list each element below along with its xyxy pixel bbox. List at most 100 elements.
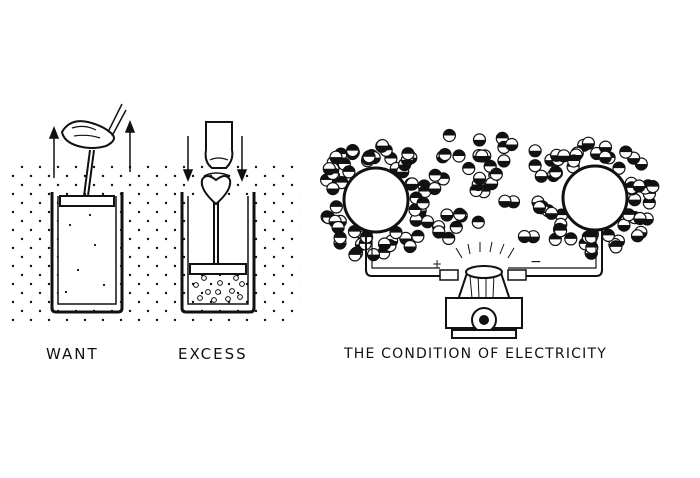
electron-particle-shade [348, 248, 361, 255]
electron-particle-shade [421, 221, 434, 228]
electron-particle-shade [428, 188, 441, 195]
excess-panel [165, 121, 300, 325]
electron-particle-shade [518, 236, 531, 243]
electron-particle-shade [367, 254, 380, 261]
electron-particle-shade [545, 213, 558, 220]
right-sphere [561, 164, 629, 232]
electron-particle-shade [497, 160, 510, 167]
electron-particle-shade [410, 192, 423, 199]
generator [439, 241, 527, 339]
electron-particle-shade [378, 243, 391, 250]
electron-particle-shade [557, 155, 570, 162]
want-hand [60, 103, 127, 149]
electron-particle-shade [411, 230, 424, 237]
electron-particle-shade [485, 183, 498, 190]
electron-particle-shade [442, 232, 455, 239]
electron-particle-shade [432, 231, 445, 238]
electron-particle-shade [496, 132, 509, 139]
electron-particle-shade [443, 129, 456, 136]
excess-piston [189, 263, 247, 275]
electron-particle-shade [619, 146, 632, 153]
electron-particle-shade [618, 225, 631, 232]
electron-particle-shade [627, 158, 640, 165]
electron-particle-shade [633, 218, 646, 225]
electron-particle-shade [417, 197, 430, 204]
electron-particle-shade [330, 200, 343, 207]
electron-particle-shade [401, 159, 414, 166]
excess-cylinder [180, 192, 256, 314]
want-cylinder [50, 192, 124, 314]
electron-particle-shade [564, 232, 577, 239]
electron-particle-shade [585, 231, 598, 238]
electron-particle-shade [362, 150, 375, 157]
excess-hand [203, 121, 234, 177]
electron-particle-shade [585, 253, 598, 260]
electron-particle-shade [453, 150, 466, 157]
electron-particle-shade [402, 147, 415, 154]
electron-particle-shade [582, 143, 595, 150]
electricity-caption: THE CONDITION OF ELECTRICITY [344, 346, 607, 362]
electron-particle-shade [472, 216, 485, 223]
electron-particle-shade [326, 188, 339, 195]
electron-particle-shade [631, 235, 644, 242]
electron-particle-shade [609, 240, 622, 247]
electron-particle-shade [406, 183, 419, 190]
electron-particle-shade [440, 215, 453, 222]
electron-particle-shade [505, 144, 518, 151]
electron-particle-shade [342, 165, 355, 172]
electron-particle-shade [418, 179, 431, 186]
electron-cloud [320, 128, 660, 262]
electron-particle-shade [323, 168, 336, 175]
electron-particle-shade [376, 145, 389, 152]
electron-particle-shade [529, 150, 542, 157]
electron-particle-shade [473, 178, 486, 185]
electron-particle-shade [498, 201, 511, 208]
electron-particle-shade [473, 139, 486, 146]
electron-particle-shade [567, 155, 580, 162]
electron-particle-shade [535, 176, 548, 183]
electron-particle-shade [602, 229, 615, 236]
electron-particle-shade [396, 171, 409, 178]
want-piston [59, 195, 115, 207]
electron-particle-shade [599, 157, 612, 164]
electron-particle-shade [533, 207, 546, 214]
electron-particle-shade [462, 162, 475, 169]
electron-particle-shade [453, 208, 466, 215]
electron-particle-shade [646, 180, 659, 187]
want-sparse-particles [64, 213, 106, 294]
electron-particle-shade [484, 160, 497, 167]
electron-particle-shade [612, 162, 625, 169]
electron-particle-shade [429, 169, 442, 176]
electron-particle-shade [529, 159, 542, 166]
electricity-panel: + − [320, 128, 660, 339]
left-wire [365, 232, 440, 277]
left-sphere [342, 166, 410, 234]
want-panel [10, 103, 160, 325]
electron-particle-shade [554, 224, 567, 231]
excess-dense-particles [193, 275, 245, 303]
electron-particle-shade [329, 157, 342, 164]
electron-particle-shade [549, 166, 562, 173]
electron-particle-shade [333, 242, 346, 249]
electron-particle-shade [332, 227, 345, 234]
excess-caption: EXCESS [178, 345, 248, 363]
electron-particle-shade [475, 155, 488, 162]
want-caption: WANT [46, 345, 99, 363]
right-wire [508, 230, 603, 277]
electron-particle-shade [450, 221, 463, 228]
electron-particle-shade [438, 148, 451, 155]
minus-sign: − [530, 254, 542, 270]
electron-particle-shade [490, 168, 503, 175]
electron-particle-shade [418, 185, 431, 192]
electron-particle-shade [635, 163, 648, 170]
electron-particle-shade [472, 184, 485, 191]
electron-particle-shade [404, 246, 417, 253]
want-up-arrows [48, 119, 136, 178]
excess-down-arrows [182, 136, 248, 183]
electron-particle-shade [346, 144, 359, 151]
electron-particle-shade [633, 185, 646, 192]
electron-particle-shade [628, 199, 641, 206]
plus-sign: + [432, 257, 442, 271]
excess-handle [200, 175, 232, 206]
